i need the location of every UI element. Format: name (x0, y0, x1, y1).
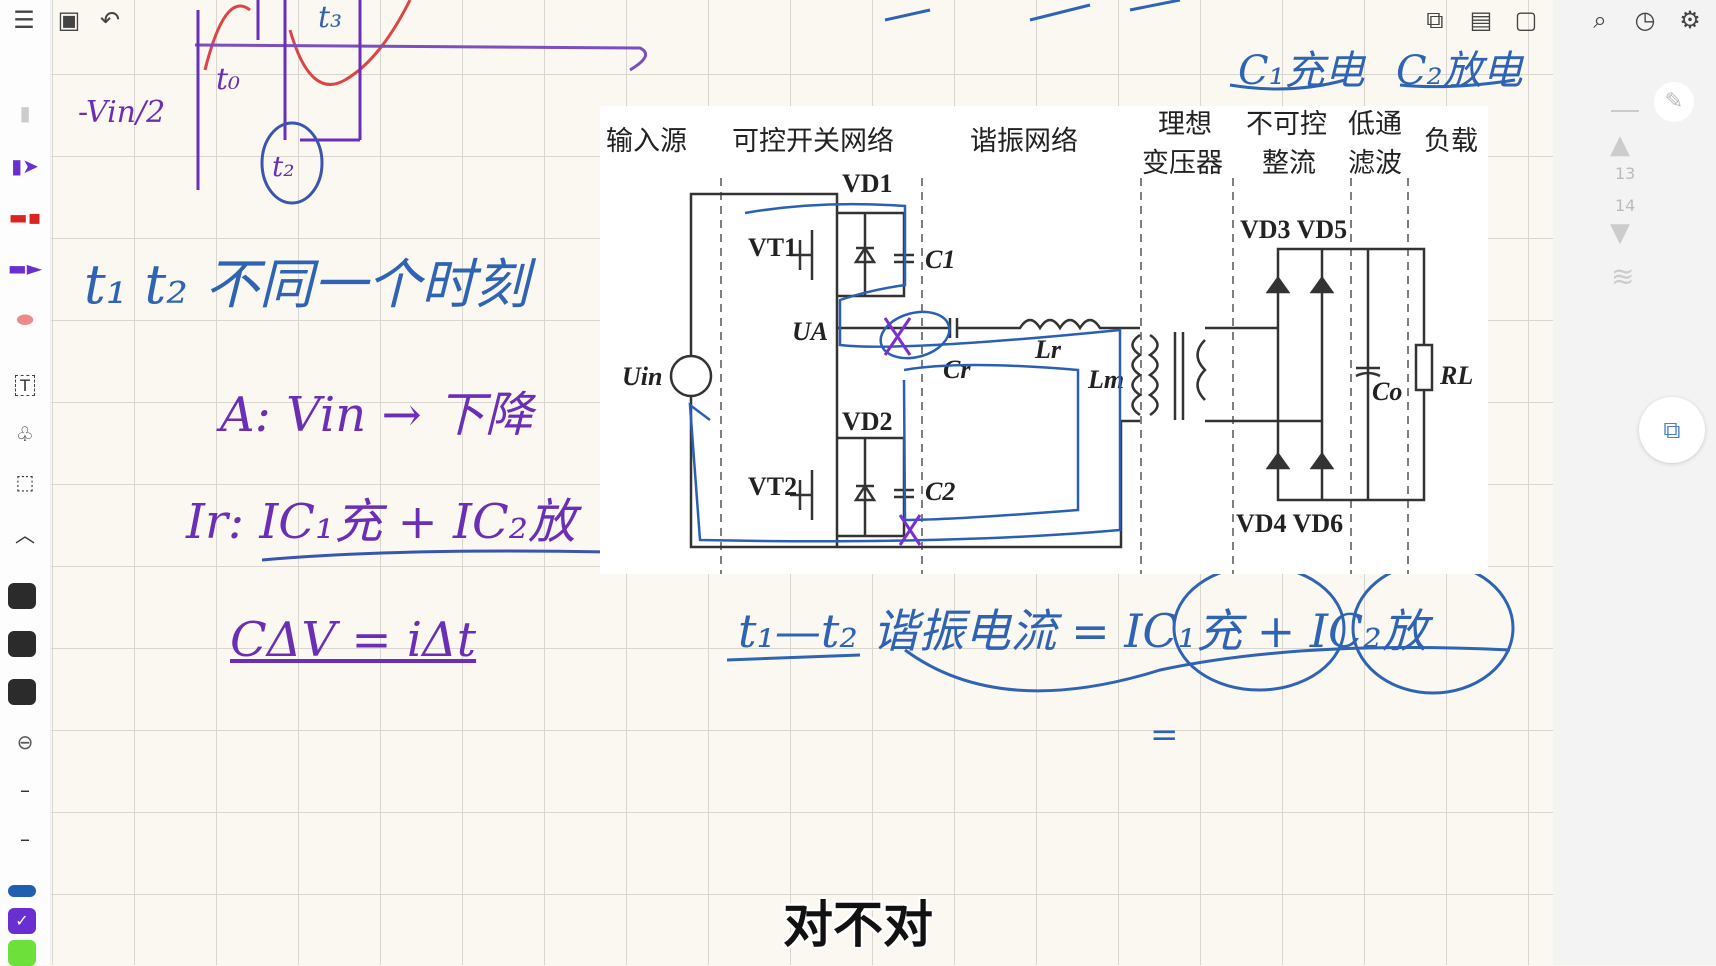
note-t1-t2: t₁ t₂ 不同一个时刻 (84, 253, 530, 316)
diagram-label: UA (792, 317, 828, 346)
note-c2-discharge: C₂放电 (1396, 48, 1523, 94)
note-resonant-current: t₁—t₂ 谐振电流 = IC₁充 + IC₂放 (738, 604, 1428, 658)
diagram-label: VD1 (842, 169, 893, 198)
page-number-next: 14 (1615, 196, 1636, 215)
top-fragments (884, 0, 1516, 91)
layers-icon[interactable]: ≋ (1611, 260, 1635, 293)
eraser-icon[interactable]: ▮ (19, 101, 31, 125)
page-up-icon[interactable]: ▲ (1610, 130, 1630, 160)
settings-gear-icon[interactable]: ⚙ (1679, 6, 1701, 34)
divider (1611, 110, 1639, 112)
section-rectifier-1: 不可控 (1246, 109, 1327, 139)
right-panel: ✎ ▲ 13 14 ▼ ≋ ⧉ (1553, 0, 1716, 965)
vt1-symbol (790, 230, 814, 280)
diagram-label: Cr (943, 355, 971, 384)
source-uin (669, 354, 713, 398)
note-c1-charge: C₁充电 (1238, 48, 1365, 94)
circuit-diagram: 输入源 可控开关网络 谐振网络 理想 变压器 不可控 整流 低通 滤波 负载 (600, 106, 1488, 574)
note-ir: Ir: IC₁充 + IC₂放 (186, 494, 576, 550)
copy-page-icon[interactable]: ⧉ (1426, 6, 1444, 34)
note-cdv: CΔV = iΔt (230, 612, 477, 668)
note-a-vin: A: Vin → 下降 (220, 387, 533, 443)
lm-coil (1131, 333, 1143, 417)
stroke-width-minus-icon[interactable]: ⊖ (16, 730, 34, 754)
page-down-icon[interactable]: ▼ (1610, 218, 1630, 248)
diagram-label: Lm (1087, 365, 1124, 394)
lasso-select-icon[interactable]: ⬚ (15, 470, 35, 494)
note-t2: t₂ (272, 150, 295, 183)
stroke-width-thin-1[interactable]: – (20, 778, 30, 802)
color-swatch-purple-selected[interactable]: ✓ (8, 908, 36, 934)
stroke-width-thin-2[interactable]: – (20, 827, 30, 851)
page-number-prev: 13 (1615, 164, 1636, 183)
section-transformer-2: 变压器 (1142, 148, 1223, 178)
undo-icon[interactable]: ↶ (99, 6, 121, 34)
color-swatch-black-2[interactable] (8, 631, 36, 657)
sketch-lines (196, 0, 362, 190)
diagram-label: VD3 VD5 (1240, 215, 1347, 244)
color-swatch-black-1[interactable] (8, 583, 36, 609)
section-switch: 可控开关网络 (732, 126, 894, 156)
diagram-label: Lr (1034, 335, 1062, 364)
diagram-label: RL (1439, 361, 1473, 390)
diagram-label: C1 (925, 245, 955, 274)
vt2-symbol (790, 470, 814, 520)
note-neg-vin-half: -Vin/2 (78, 95, 166, 130)
pencil-purple-icon[interactable]: ▬► (7, 256, 43, 280)
note-t3: t₃ (318, 0, 343, 35)
transformer-core (1173, 332, 1185, 420)
menu-icon[interactable]: ☰ (13, 6, 35, 34)
note-equals: = (1150, 715, 1179, 755)
note-t0: t₀ (216, 62, 241, 97)
section-transformer-1: 理想 (1158, 109, 1212, 139)
text-tool-icon[interactable]: T (8, 373, 42, 397)
history-clock-icon[interactable]: ◷ (1634, 6, 1656, 34)
marker-red-icon[interactable]: ▬▪ (8, 205, 42, 229)
diode-vd1 (853, 245, 877, 264)
shapes-icon[interactable]: ♧ (16, 422, 34, 446)
highlighter-pink-icon[interactable]: ⬬ (16, 307, 34, 331)
page-icon[interactable]: ▢ (1514, 6, 1538, 34)
diode-vd2 (853, 483, 877, 502)
t2-circle (260, 121, 324, 205)
waveform-red (203, 0, 412, 86)
document-icon[interactable]: ▣ (57, 6, 81, 34)
section-filter-1: 低通 (1348, 109, 1402, 139)
diagram-label: C2 (925, 477, 955, 506)
list-icon[interactable]: ▤ (1469, 6, 1493, 34)
section-rectifier-2: 整流 (1262, 148, 1316, 178)
section-load: 负载 (1424, 126, 1478, 156)
section-filter-2: 滤波 (1348, 148, 1402, 178)
diagram-label: Co (1372, 377, 1402, 406)
underline-resonant (726, 646, 1511, 693)
text-tool-label: T (15, 374, 35, 396)
left-toolbar: ▮ ▮➤ ▬▪ ▬► ⬬ T ♧ ⬚ ︿ ⊖ – – ✓ (0, 0, 51, 966)
diagram-label: VD4 VD6 (1236, 509, 1343, 538)
pencil-icon[interactable]: ✎ (1654, 82, 1694, 122)
search-document-icon[interactable]: ⌕ (1593, 6, 1607, 34)
floating-window-button[interactable]: ⧉ (1639, 397, 1705, 463)
resistor-rl (1414, 343, 1434, 392)
diagram-label: VT2 (748, 472, 797, 501)
section-resonant: 谐振网络 (970, 126, 1078, 156)
video-subtitle: 对不对 (783, 896, 933, 954)
time-axis (194, 43, 648, 72)
fountain-pen-icon[interactable]: ▮➤ (11, 154, 39, 178)
chevron-up-icon[interactable]: ︿ (15, 522, 35, 547)
section-input: 输入源 (606, 126, 687, 156)
color-swatch-green[interactable] (8, 940, 36, 966)
diagram-label: VD2 (842, 407, 893, 436)
underline-ir (261, 549, 611, 562)
diagram-label: VT1 (748, 233, 797, 262)
color-swatch-blue[interactable] (8, 885, 36, 897)
cap-co (1355, 366, 1381, 378)
diagram-label: Uin (622, 362, 662, 391)
color-swatch-black-3[interactable] (8, 679, 36, 705)
